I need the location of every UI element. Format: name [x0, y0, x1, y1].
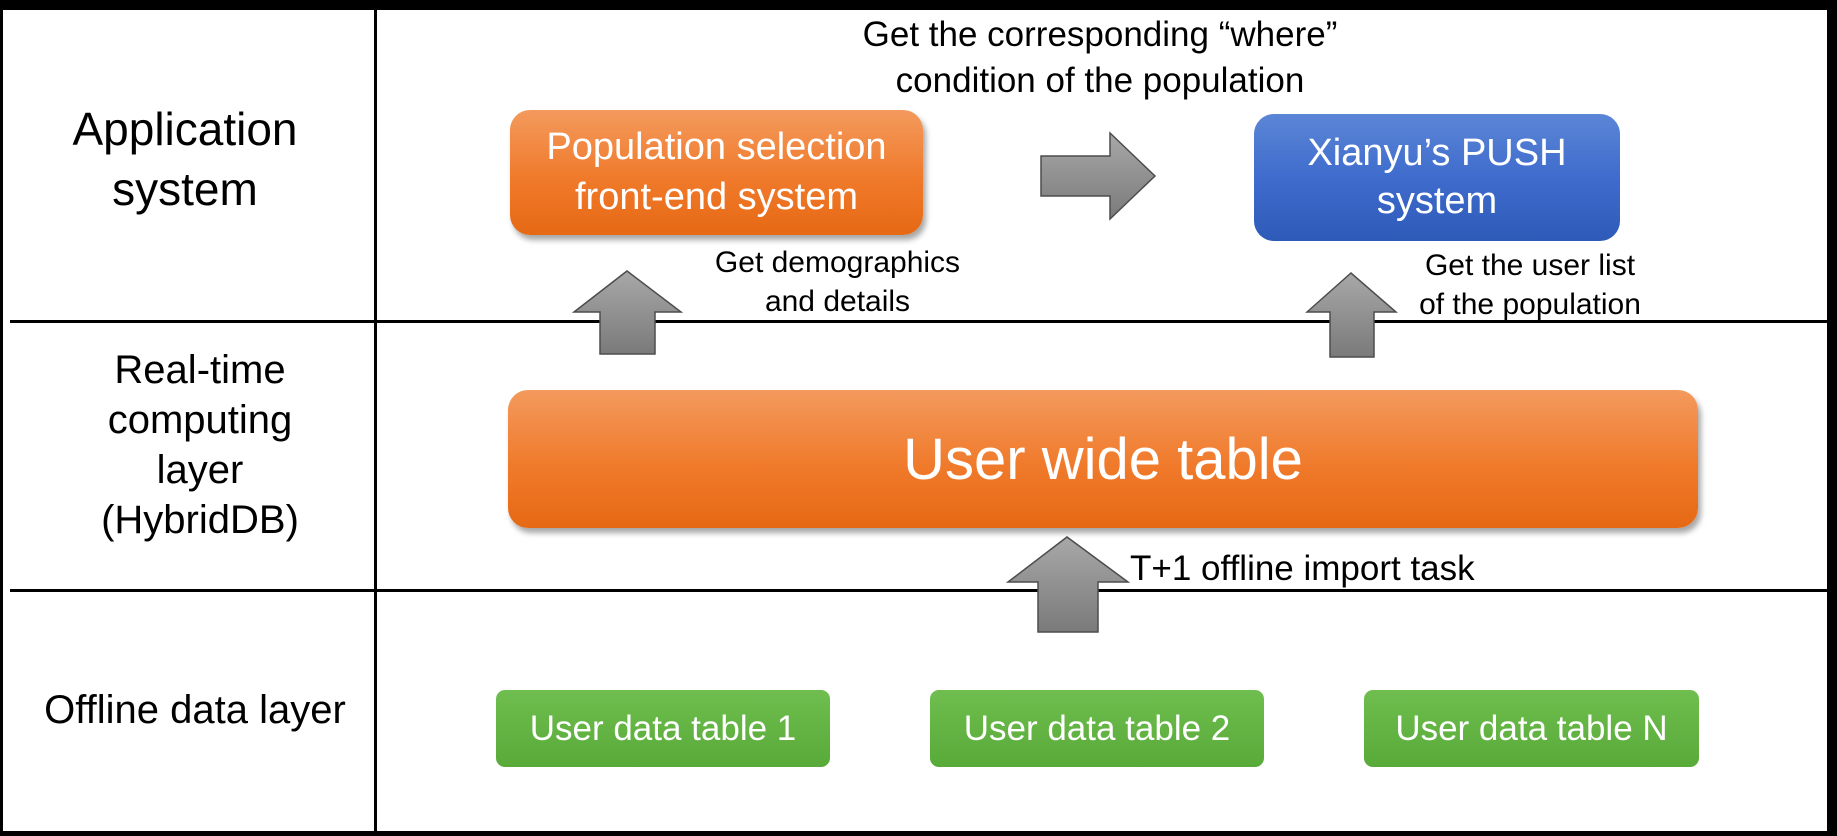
up-arrow-icon-demographics [571, 270, 684, 355]
note-demographics: Get demographics and details [714, 246, 961, 318]
divider-realtime-offline [10, 589, 1827, 592]
population-selection-frontend-box: Population selection front-end system [510, 110, 923, 235]
layer-label-application: Application system [72, 103, 298, 215]
note-import-task: T+1 offline import task [1130, 549, 1475, 588]
layer-label-offline: Offline data layer [44, 687, 346, 732]
user-data-table-1-box: User data table 1 [496, 690, 830, 767]
note-user-list: Get the user list of the population [1419, 249, 1641, 321]
divider-application-realtime [10, 320, 1827, 323]
up-arrow-icon-import [1005, 536, 1131, 633]
user-wide-table-box: User wide table [508, 390, 1698, 528]
user-data-table-n-box: User data table N [1364, 690, 1699, 767]
right-arrow-icon [1040, 131, 1157, 221]
xianyu-push-system-box: Xianyu’s PUSH system [1254, 114, 1620, 241]
note-where-condition: Get the corresponding “where” condition … [862, 15, 1338, 100]
layer-label-realtime: Real-time computing layer (HybridDB) [101, 348, 299, 542]
user-data-table-2-box: User data table 2 [930, 690, 1264, 767]
up-arrow-icon-user-list [1305, 272, 1399, 358]
label-column-divider [374, 10, 377, 831]
